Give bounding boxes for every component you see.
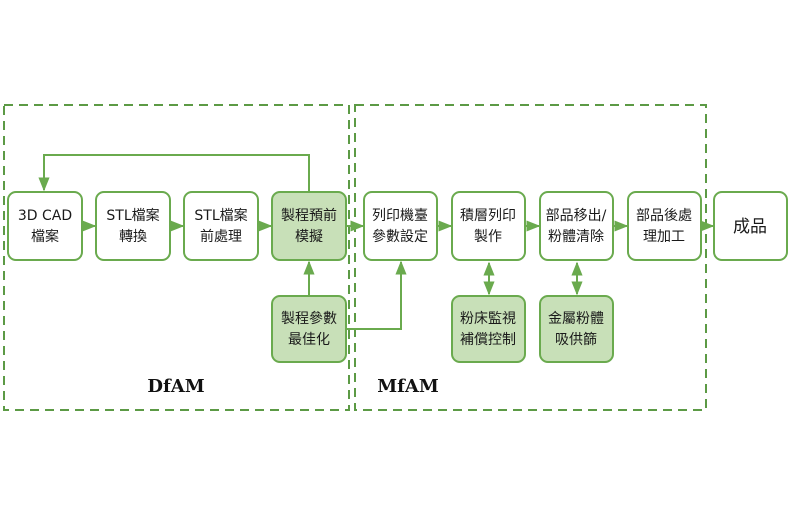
node-label-line2: 補償控制 — [460, 332, 516, 348]
node-label-line1: 製程預前 — [281, 207, 337, 224]
node-3d-cad-file: 3D CAD 檔案 — [7, 191, 83, 261]
node-label-line2: 理加工 — [643, 229, 685, 245]
mfam-group-label: MfAM — [377, 376, 439, 397]
node-label-line2: 最佳化 — [288, 332, 330, 348]
arrow-optimization-to-print-setup — [346, 260, 407, 330]
node-label-line2: 吸供篩 — [555, 332, 597, 348]
node-process-simulation: 製程預前 模擬 — [271, 191, 347, 261]
node-finished-product: 成品 — [713, 191, 788, 261]
node-label-line1: 部品後處 — [636, 208, 692, 224]
node-label-line2: 前處理 — [200, 228, 242, 245]
node-post-processing: 部品後處 理加工 — [627, 191, 702, 261]
node-label-line1: 3D CAD — [18, 208, 72, 224]
node-label-line1: 部品移出/ — [546, 208, 607, 224]
node-label-line2: 粉體清除 — [548, 229, 604, 245]
connectors — [38, 154, 715, 330]
node-part-removal-powder-cleaning: 部品移出/ 粉體清除 — [539, 191, 614, 261]
node-powder-bed-monitoring: 粉床監視 補償控制 — [451, 295, 526, 363]
node-label-line1: 列印機臺 — [372, 208, 428, 224]
node-printer-parameter-setup: 列印機臺 參數設定 — [363, 191, 438, 261]
node-label-line2: 轉換 — [119, 229, 147, 245]
mfam-group-border — [354, 104, 707, 411]
node-stl-conversion: STL檔案 轉換 — [95, 191, 171, 261]
node-label-line2: 製作 — [474, 229, 502, 245]
dfam-group-border — [3, 104, 350, 411]
node-additive-printing: 積層列印 製作 — [451, 191, 526, 261]
node-parameter-optimization: 製程參數 最佳化 — [271, 295, 347, 363]
node-metal-powder-sieving: 金屬粉體 吸供篩 — [539, 295, 614, 363]
node-label-line2: 模擬 — [295, 229, 323, 245]
node-label-line1: 製程參數 — [281, 311, 337, 327]
node-label-line2: 參數設定 — [372, 229, 428, 245]
node-label-line1: 金屬粉體 — [548, 311, 604, 327]
node-label-line1: 積層列印 — [460, 208, 516, 224]
arrow-simulation-feedback-to-cad — [38, 154, 310, 192]
node-label-line1: 粉床監視 — [460, 310, 516, 327]
node-label-line2: 檔案 — [31, 228, 59, 245]
node-label-line1: 成品 — [733, 217, 767, 237]
node-stl-preprocessing: STL檔案 前處理 — [183, 191, 259, 261]
dfam-group-label: DfAM — [147, 376, 204, 397]
node-label-line1: STL檔案 — [106, 207, 159, 224]
node-label-line1: STL檔案 — [194, 207, 247, 224]
